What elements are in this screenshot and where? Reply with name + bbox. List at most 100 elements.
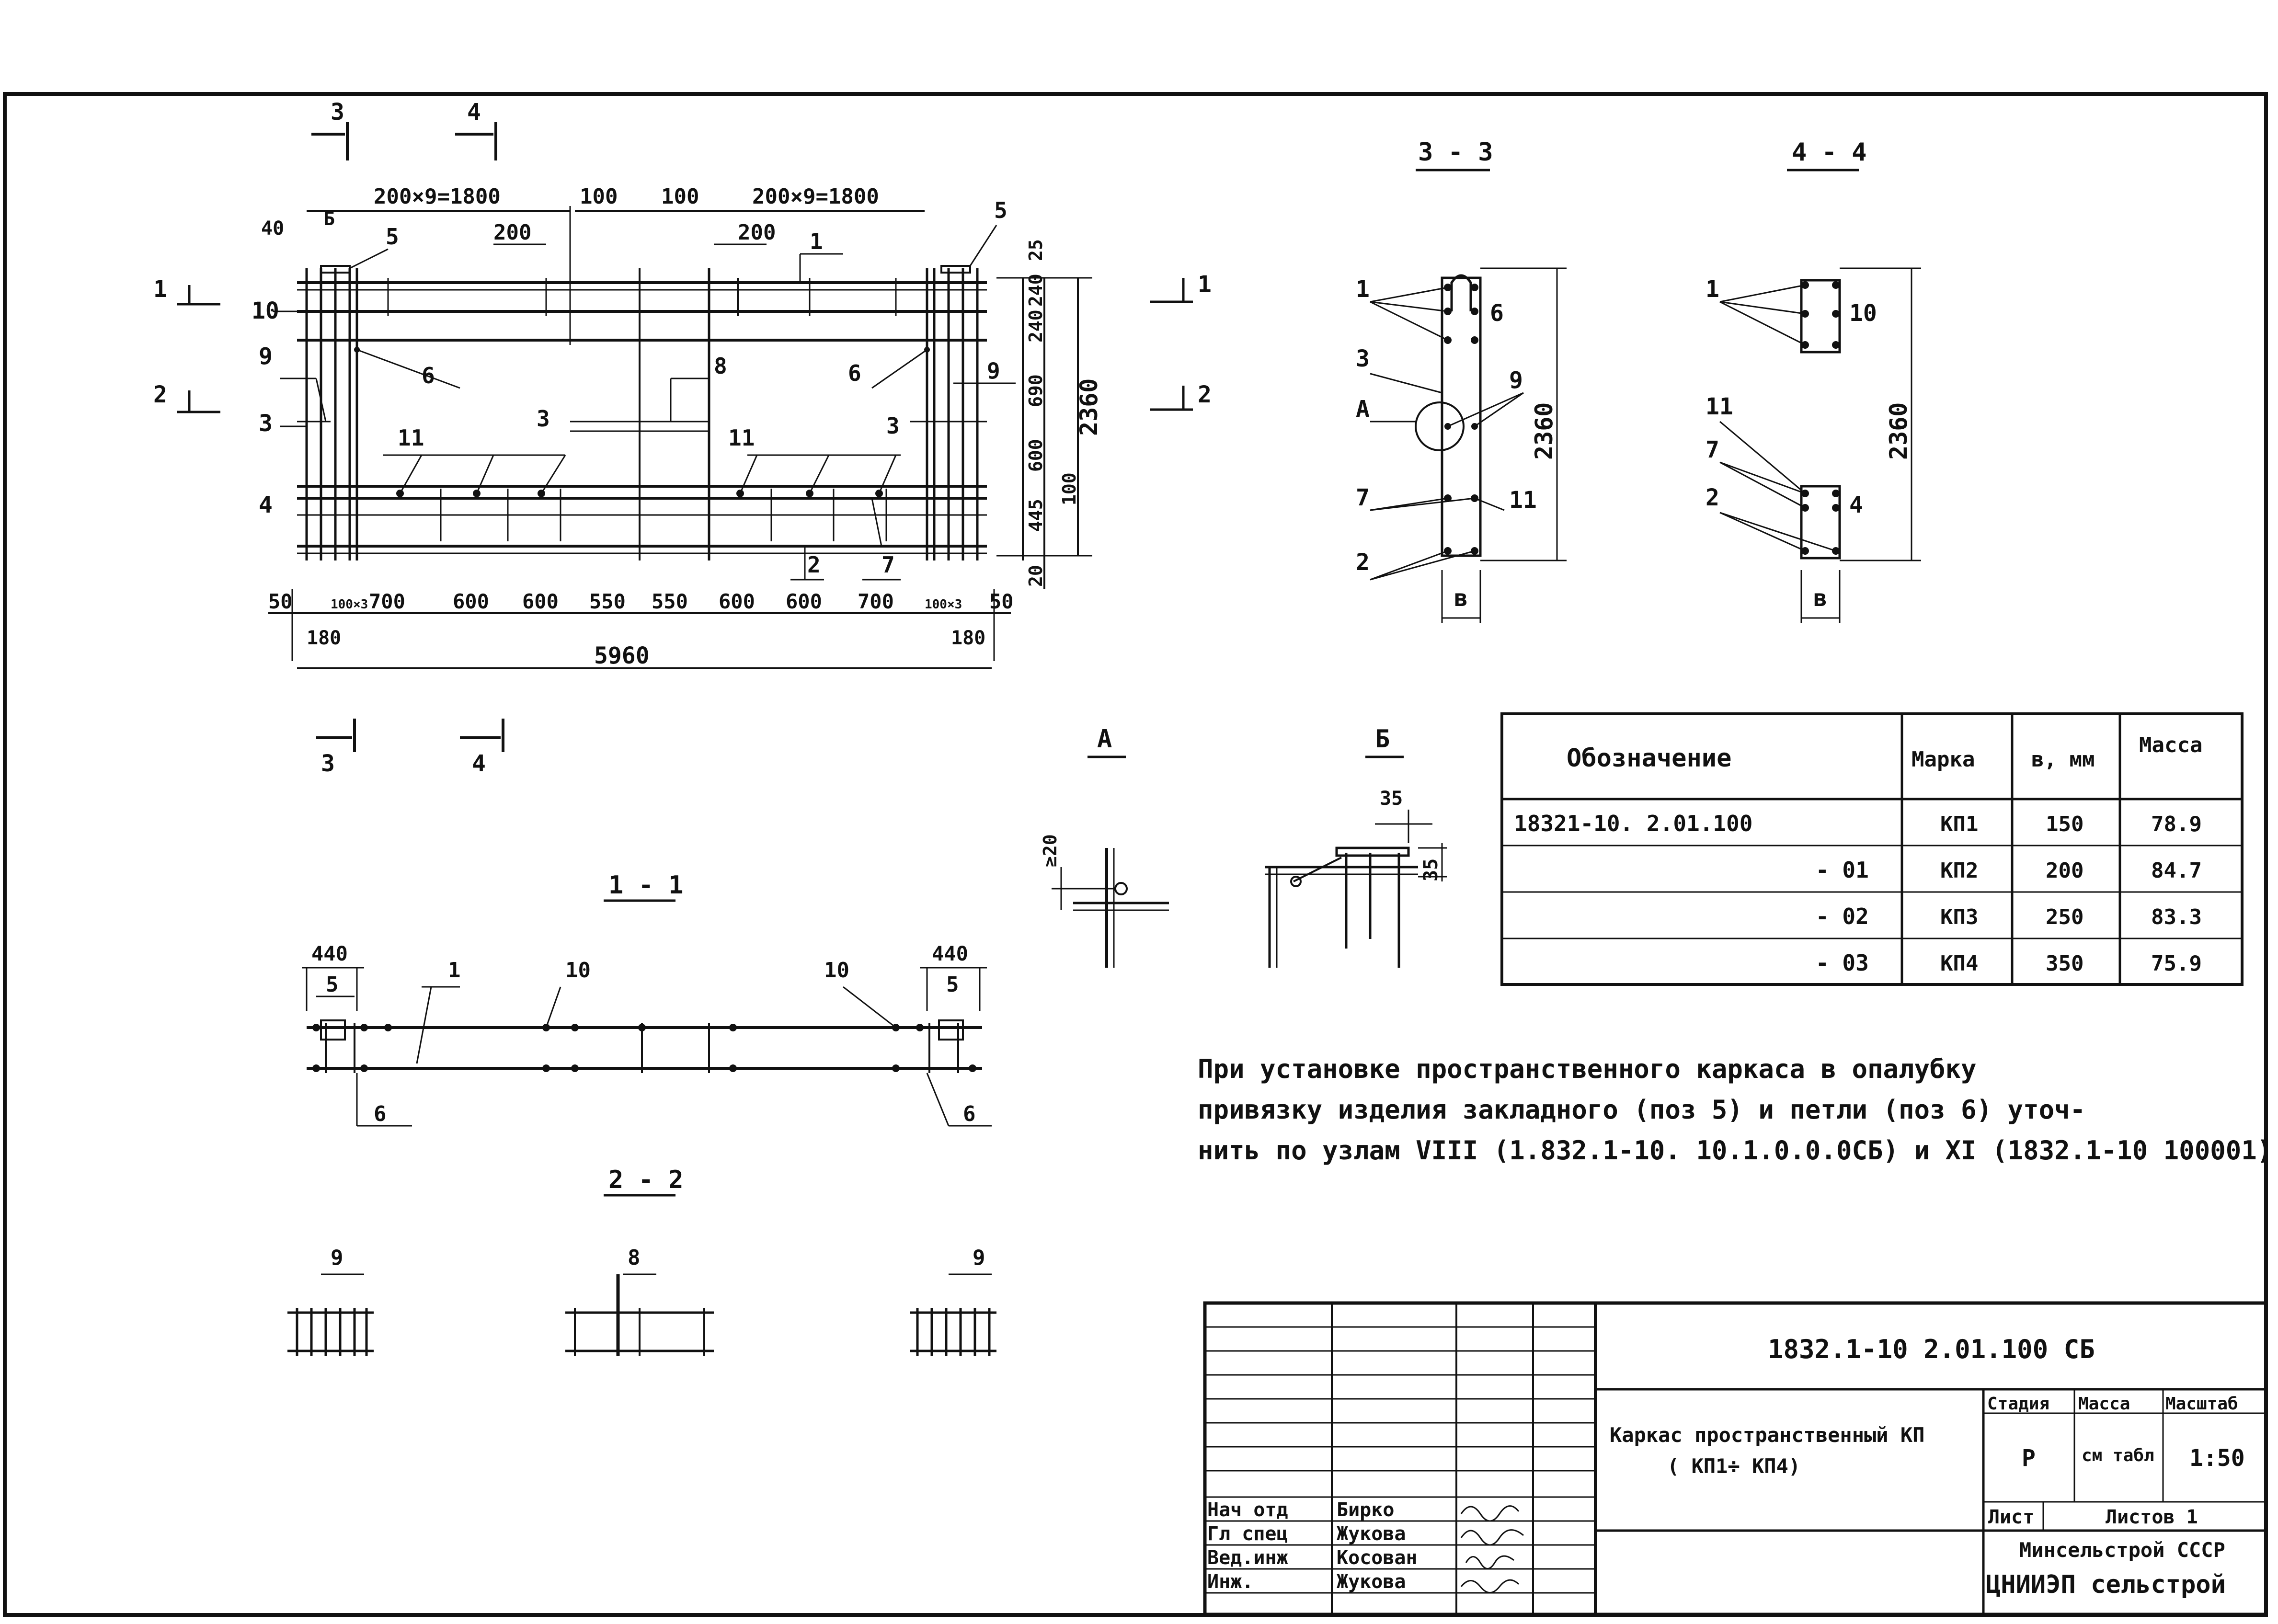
pos-label: 6: [848, 360, 861, 386]
pos-label: 3: [886, 413, 900, 439]
staff-name: Жукова: [1337, 1571, 1406, 1593]
pos-label: 1: [448, 958, 461, 983]
table-cell: - 03: [1816, 950, 1869, 976]
document-title: ( КП1÷ КП4): [1667, 1454, 1800, 1478]
scale-value: 1:50: [2189, 1445, 2245, 1472]
dim-text: ≥20: [1040, 834, 1061, 867]
section-label: 1: [153, 276, 167, 303]
staff-role: Гл спец: [1207, 1523, 1288, 1545]
dim-text: 35: [1380, 788, 1403, 810]
pos-label: 8: [714, 353, 727, 379]
table-cell: 200: [2046, 858, 2083, 883]
organization: ЦНИИЭП сельстрой: [1986, 1570, 2226, 1599]
pos-label: 1: [810, 229, 823, 254]
dim-text: 440: [311, 942, 348, 965]
dim-text: 600: [786, 590, 822, 613]
pos-label: 8: [628, 1246, 641, 1270]
pos-label: 7: [1706, 436, 1719, 463]
note-line: При установке пространственного каркаса …: [1198, 1054, 1977, 1084]
document-title: Каркас пространственный КП: [1610, 1423, 1924, 1447]
signature: [1460, 1505, 1520, 1522]
table-cell: КП2: [1940, 858, 1978, 883]
spec-table: Обозначение Марка в, мм Масса 18321-10. …: [1500, 712, 2244, 986]
row-labels: 10 9 3 4: [252, 297, 327, 518]
pos-label: 2: [1356, 549, 1370, 576]
detail-a: А ≥20: [1040, 725, 1169, 968]
pos-label: 11: [1706, 393, 1733, 420]
dim-text: 200×9=1800: [752, 184, 879, 209]
section-2-2-middle: 8: [565, 1246, 714, 1356]
pos-label: 1: [1356, 276, 1370, 303]
section-2-2-left: 9: [287, 1246, 374, 1356]
pos-label: 3: [537, 406, 550, 432]
bottom-dimensions: 50 100×3 700 600 600 550 550 600 600 700…: [268, 589, 1014, 669]
table-cell: 150: [2046, 812, 2083, 836]
section-label: 2: [1198, 381, 1212, 408]
pos-label: 5: [946, 972, 959, 997]
dim-text: 445: [1025, 499, 1046, 532]
dim-text: 35: [1420, 858, 1442, 881]
note-line: нить по узлам VIII (1.832.1-10. 10.1.0.0…: [1198, 1135, 2272, 1166]
vertical-bars: [305, 206, 979, 560]
section-marker-2-right: 2: [1150, 381, 1212, 411]
staff-row: Гл спец Жукова: [1207, 1523, 1524, 1546]
section-title: 4 - 4: [1792, 138, 1867, 167]
sheet-label: Лист: [1988, 1506, 2034, 1528]
pos-label: 7: [881, 552, 895, 578]
staff-role: Нач отд: [1207, 1499, 1288, 1521]
embedded-plate: [320, 265, 351, 274]
section-marker-2-left: 2: [153, 381, 220, 413]
cut-marker-4-top: 4: [455, 99, 497, 160]
dim-text: 550: [589, 590, 626, 613]
staff-name: Жукова: [1337, 1523, 1406, 1545]
table-header: Масса: [2139, 733, 2202, 757]
pos-label: 9: [987, 358, 1000, 384]
note-text: При установке пространственного каркаса …: [1198, 1054, 2272, 1166]
row-label: 3: [259, 410, 273, 437]
pos-label: 6: [963, 1102, 976, 1126]
dim-text: 100×3: [925, 597, 962, 612]
table-cell: КП4: [1940, 951, 1978, 976]
dim-text: 100: [1059, 472, 1080, 505]
section-marker-1-left: 1: [153, 276, 220, 306]
pos-label: 9: [1509, 367, 1523, 394]
staff-role: Инж.: [1207, 1571, 1253, 1593]
dim-text: 40: [261, 217, 284, 240]
row-label: 4: [259, 492, 273, 518]
pos-label: 2: [807, 552, 821, 578]
dim-text: 50: [989, 590, 1014, 613]
dim-text: 20: [1025, 565, 1046, 587]
pos-label: 11: [398, 425, 424, 451]
pos-label: 1: [1706, 276, 1719, 303]
dim-text: 700: [369, 590, 405, 613]
table-cell: 18321-10. 2.01.100: [1514, 811, 1753, 836]
dim-text: 180: [951, 627, 985, 649]
section-label: 1: [1198, 271, 1212, 298]
section-title: 1 - 1: [608, 871, 684, 900]
signature: [1465, 1555, 1514, 1569]
table-row: - 01 КП2 200 84.7: [1816, 857, 2202, 883]
note-line: привязку изделия закладного (поз 5) и пе…: [1198, 1095, 2085, 1125]
stage-value: Р: [2022, 1445, 2036, 1472]
dim-text: 100×3: [331, 597, 368, 612]
detail-title: Б: [1375, 725, 1390, 754]
table-cell: 250: [2046, 905, 2083, 929]
table-cell: КП3: [1940, 905, 1978, 929]
cut-marker-3-top: 3: [311, 99, 349, 160]
table-row: 18321-10. 2.01.100 КП1 150 78.9: [1514, 811, 2202, 836]
dim-text: в: [1813, 585, 1827, 612]
mass-value: см табл: [2082, 1446, 2154, 1465]
embedded-plate: [940, 265, 971, 274]
dim-text: 2360: [1885, 402, 1912, 460]
dim-text: 440: [932, 942, 968, 965]
title-block: 1832.1-10 2.01.100 СБ Каркас пространств…: [1203, 1301, 2268, 1616]
dim-text: 2360: [1530, 402, 1558, 460]
cut-label: 3: [331, 99, 344, 126]
stage-header: Стадия: [1987, 1394, 2049, 1414]
pos-label: 9: [973, 1246, 985, 1270]
dim-text: 100: [661, 184, 699, 209]
cut-label: 4: [472, 750, 486, 777]
sheets-label: Листов 1: [2106, 1506, 2198, 1528]
staff-role: Вед.инж: [1207, 1547, 1288, 1569]
pos-label: 10: [824, 958, 849, 983]
